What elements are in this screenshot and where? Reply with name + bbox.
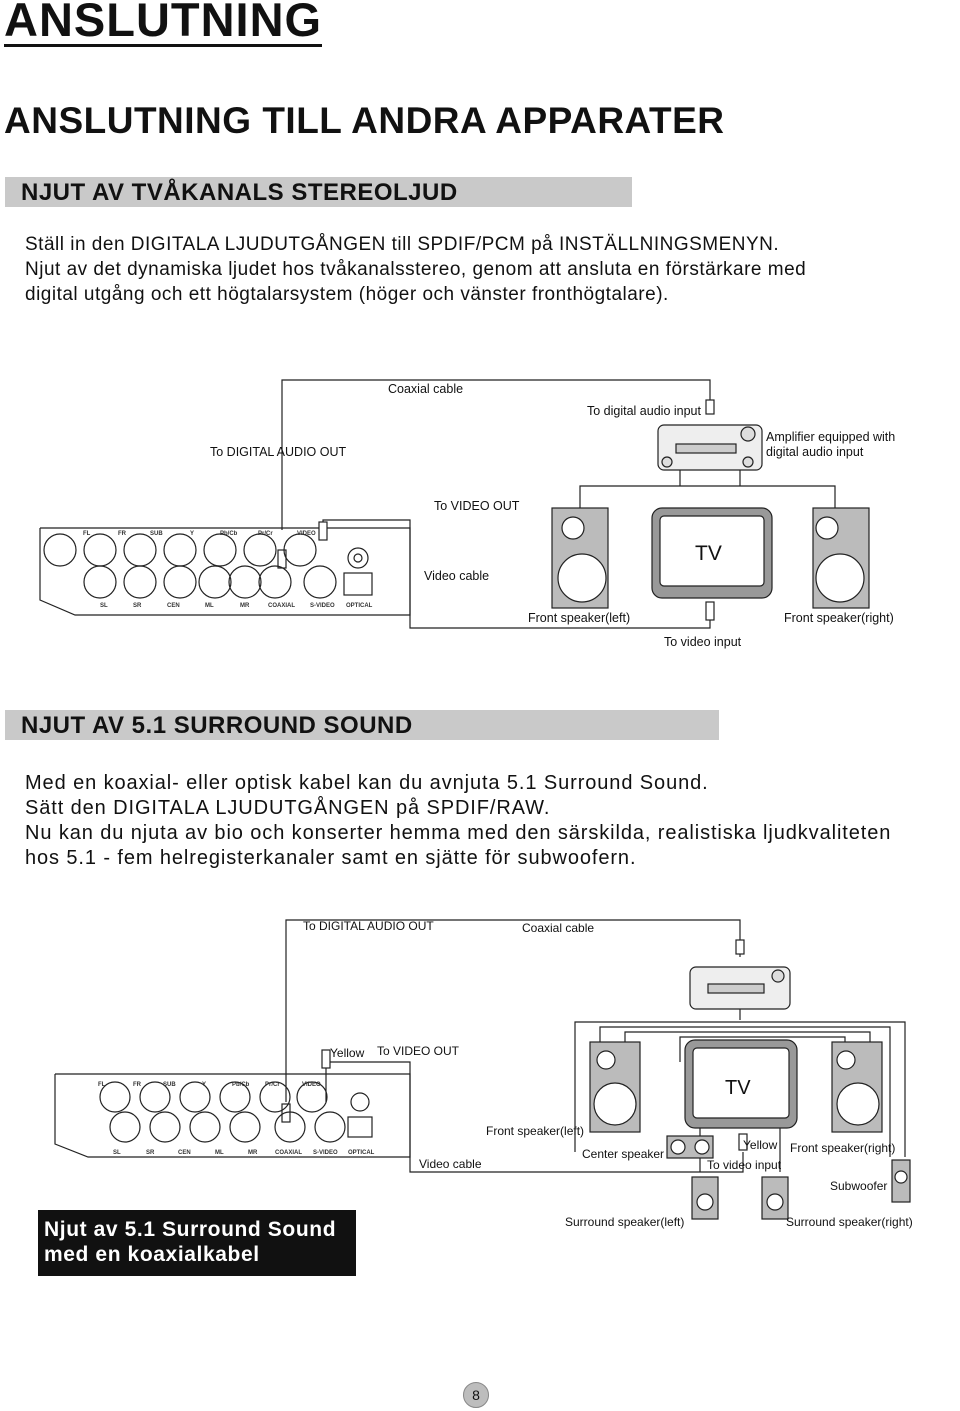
- diagram-label-yellow: Yellow: [330, 1046, 365, 1060]
- diagram-label-digital-out: To DIGITAL AUDIO OUT: [210, 445, 346, 459]
- diagram-label-amplifier-2: digital audio input: [766, 445, 864, 459]
- panel-label: Pr/Cr: [265, 1082, 280, 1088]
- paragraph-line: Med en koaxial- eller optisk kabel kan d…: [25, 772, 709, 794]
- panel-label: CEN: [167, 603, 180, 609]
- panel-label: OPTICAL: [346, 603, 373, 609]
- diagram-label-video-out: To VIDEO OUT: [434, 499, 520, 513]
- panel-label: COAXIAL: [268, 603, 295, 609]
- stereo-connection-diagram: FL FR SUB Y Pb/Cb Pr/Cr VIDEO SL SR CEN …: [39, 379, 895, 649]
- panel-label: SL: [113, 1150, 121, 1156]
- panel-label: VIDEO: [297, 531, 316, 537]
- caption-box: Njut av 5.1 Surround Sound med en koaxia…: [38, 1210, 356, 1276]
- panel-label: COAXIAL: [275, 1150, 302, 1156]
- diagram-label-center: Center speaker: [582, 1147, 664, 1161]
- section-heading-stereo: NJUT AV TVÅKANALS STEREOLJUD: [5, 177, 632, 207]
- panel-label: SUB: [163, 1082, 176, 1088]
- paragraph-line: hos 5.1 - fem helregisterkanaler samt en…: [25, 847, 637, 869]
- page-subtitle: ANSLUTNING TILL ANDRA APPARATER: [4, 100, 725, 141]
- paragraph-line: digital utgång och ett högtalarsystem (h…: [25, 284, 669, 305]
- section-heading-surround: NJUT AV 5.1 SURROUND SOUND: [5, 710, 719, 740]
- diagram-label-video-input: To video input: [707, 1158, 782, 1172]
- diagram-label-surround-right: Surround speaker(right): [786, 1215, 913, 1229]
- panel-label: FR: [133, 1082, 142, 1088]
- panel-label: S-VIDEO: [313, 1150, 338, 1156]
- paragraph-line: Njut av det dynamiska ljudet hos tvåkana…: [25, 259, 807, 280]
- panel-label: FR: [118, 531, 127, 537]
- panel-label: SL: [100, 603, 108, 609]
- surround-connection-diagram: FL FR SUB Y Pb/Cb Pr/Cr VIDEO SL SR CEN …: [54, 919, 913, 1229]
- panel-label: ML: [205, 603, 214, 609]
- panel-label: Pb/Cb: [220, 531, 238, 537]
- diagram-label-front-left: Front speaker(left): [486, 1124, 584, 1138]
- panel-label: Y: [190, 531, 194, 537]
- diagram-label-surround-left: Surround speaker(left): [565, 1215, 684, 1229]
- panel-label: OPTICAL: [348, 1150, 375, 1156]
- tv-label: TV: [695, 542, 722, 565]
- diagram-label-coaxial: Coaxial cable: [388, 382, 463, 396]
- diagram-label-digital-input: To digital audio input: [587, 404, 701, 418]
- panel-label: SR: [146, 1150, 155, 1156]
- paragraph-line: Nu kan du njuta av bio och konserter hem…: [25, 822, 892, 844]
- diagram-label-digital-out: To DIGITAL AUDIO OUT: [303, 919, 434, 933]
- panel-label: S-VIDEO: [310, 603, 335, 609]
- paragraph-line: Ställ in den DIGITALA LJUDUTGÅNGEN till …: [25, 234, 780, 255]
- tv-label: TV: [725, 1077, 751, 1099]
- section-stereo-text: Ställ in den DIGITALA LJUDUTGÅNGEN till …: [25, 232, 806, 307]
- diagram-label-front-right: Front speaker(right): [790, 1141, 895, 1155]
- paragraph-line: Sätt den DIGITALA LJUDUTGÅNGEN på SPDIF/…: [25, 797, 551, 819]
- panel-label: MR: [240, 603, 250, 609]
- section-surround-text: Med en koaxial- eller optisk kabel kan d…: [25, 771, 891, 871]
- diagram-label-coaxial: Coaxial cable: [522, 921, 594, 935]
- diagram-label-front-left: Front speaker(left): [528, 611, 630, 625]
- panel-label: Pb/Cb: [232, 1082, 250, 1088]
- page-number: 8: [463, 1382, 489, 1408]
- diagram-label-video-cable: Video cable: [424, 569, 489, 583]
- panel-label: MR: [248, 1150, 258, 1156]
- panel-label: CEN: [178, 1150, 191, 1156]
- diagram-label-video-cable: Video cable: [419, 1157, 482, 1171]
- panel-label: Y: [202, 1082, 206, 1088]
- diagram-label-yellow-2: Yellow: [743, 1138, 778, 1152]
- caption-line: med en koaxialkabel: [44, 1243, 260, 1266]
- panel-label: SR: [133, 603, 142, 609]
- caption-line: Njut av 5.1 Surround Sound: [44, 1218, 337, 1241]
- diagram-label-video-input: To video input: [664, 635, 742, 649]
- diagram-label-amplifier: Amplifier equipped with: [766, 430, 895, 444]
- panel-label: Pr/Cr: [258, 531, 273, 537]
- diagram-label-front-right: Front speaker(right): [784, 611, 894, 625]
- panel-label: FL: [83, 531, 91, 537]
- page-title: ANSLUTNING: [4, 0, 323, 47]
- diagram-label-video-out: To VIDEO OUT: [377, 1044, 460, 1058]
- diagram-label-subwoofer: Subwoofer: [830, 1179, 887, 1193]
- panel-label: ML: [215, 1150, 224, 1156]
- panel-label: SUB: [150, 531, 163, 537]
- panel-label: VIDEO: [302, 1082, 321, 1088]
- panel-label: FL: [98, 1082, 106, 1088]
